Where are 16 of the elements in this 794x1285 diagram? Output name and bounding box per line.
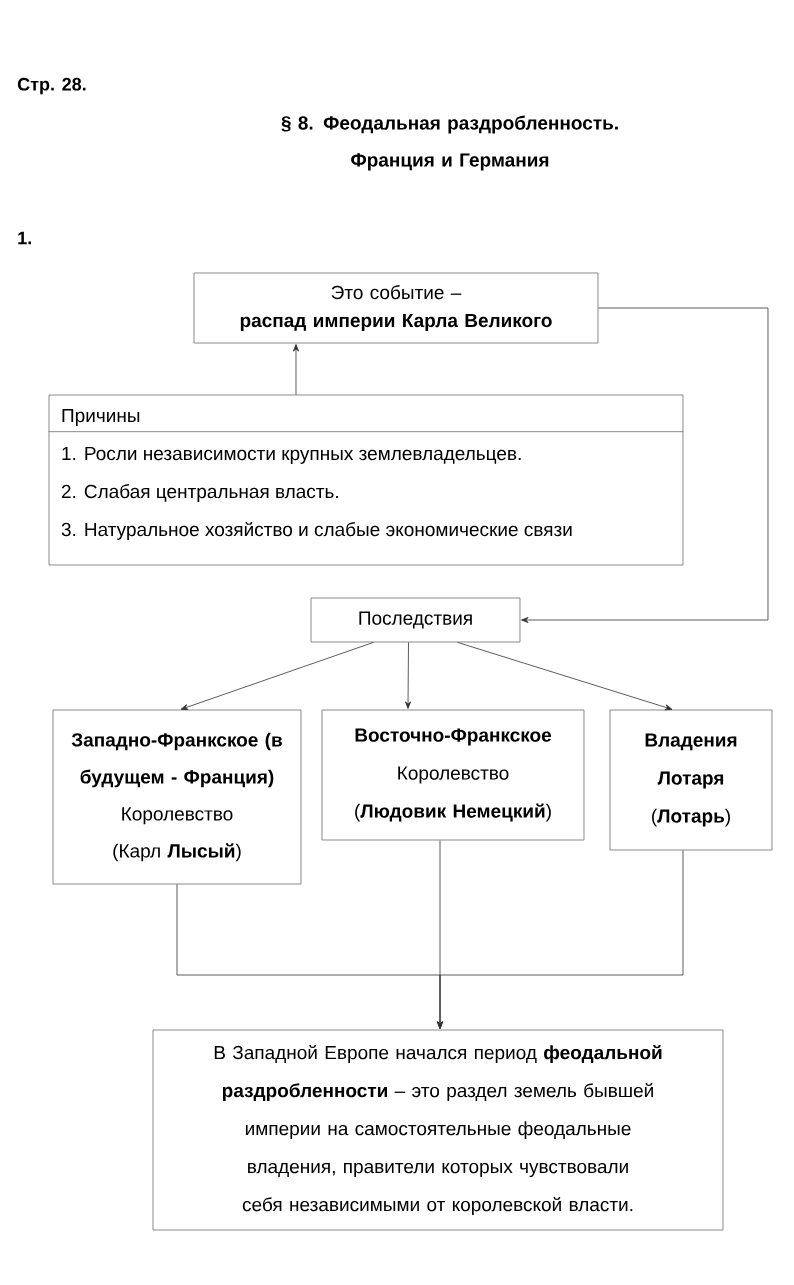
arrow (457, 641, 673, 711)
arrow (405, 641, 412, 709)
arrow (521, 307, 769, 623)
arrow (437, 849, 684, 1029)
consequences-box: Последствия (310, 597, 521, 643)
arrow (293, 344, 299, 396)
arrow (180, 641, 374, 710)
event-box: Это событие – распад империи Карла Великого (193, 272, 599, 344)
causes-box: Причины 1. Росли независимости крупных землевладельцев. 2. Слабая центральная власть. 3. Натуральное хозяйство и слабые экономические связи (48, 394, 684, 566)
task-number: 1. (18, 231, 31, 245)
conclusion-box: В Западной Европе начался период феодальной раздробленности – это раздел земель бывшей империи на самостоятельные феодальные владения, правители которых чувствовали себя независимыми от королевской власти. (152, 1029, 724, 1231)
kingdom-box: Западно-Франкское (в будущем - Франция) Королевство (Карл Лысый) (52, 709, 302, 885)
page-number: Стр. 28. (17, 77, 86, 95)
domain-box: Владения Лотаря (Лотарь) (609, 709, 773, 851)
title: § 8. Феодальная раздробленность. Франция и Германия (281, 115, 618, 171)
kingdom-box: Восточно-Франкское Королевство (Людовик Немецкий) (321, 709, 585, 841)
